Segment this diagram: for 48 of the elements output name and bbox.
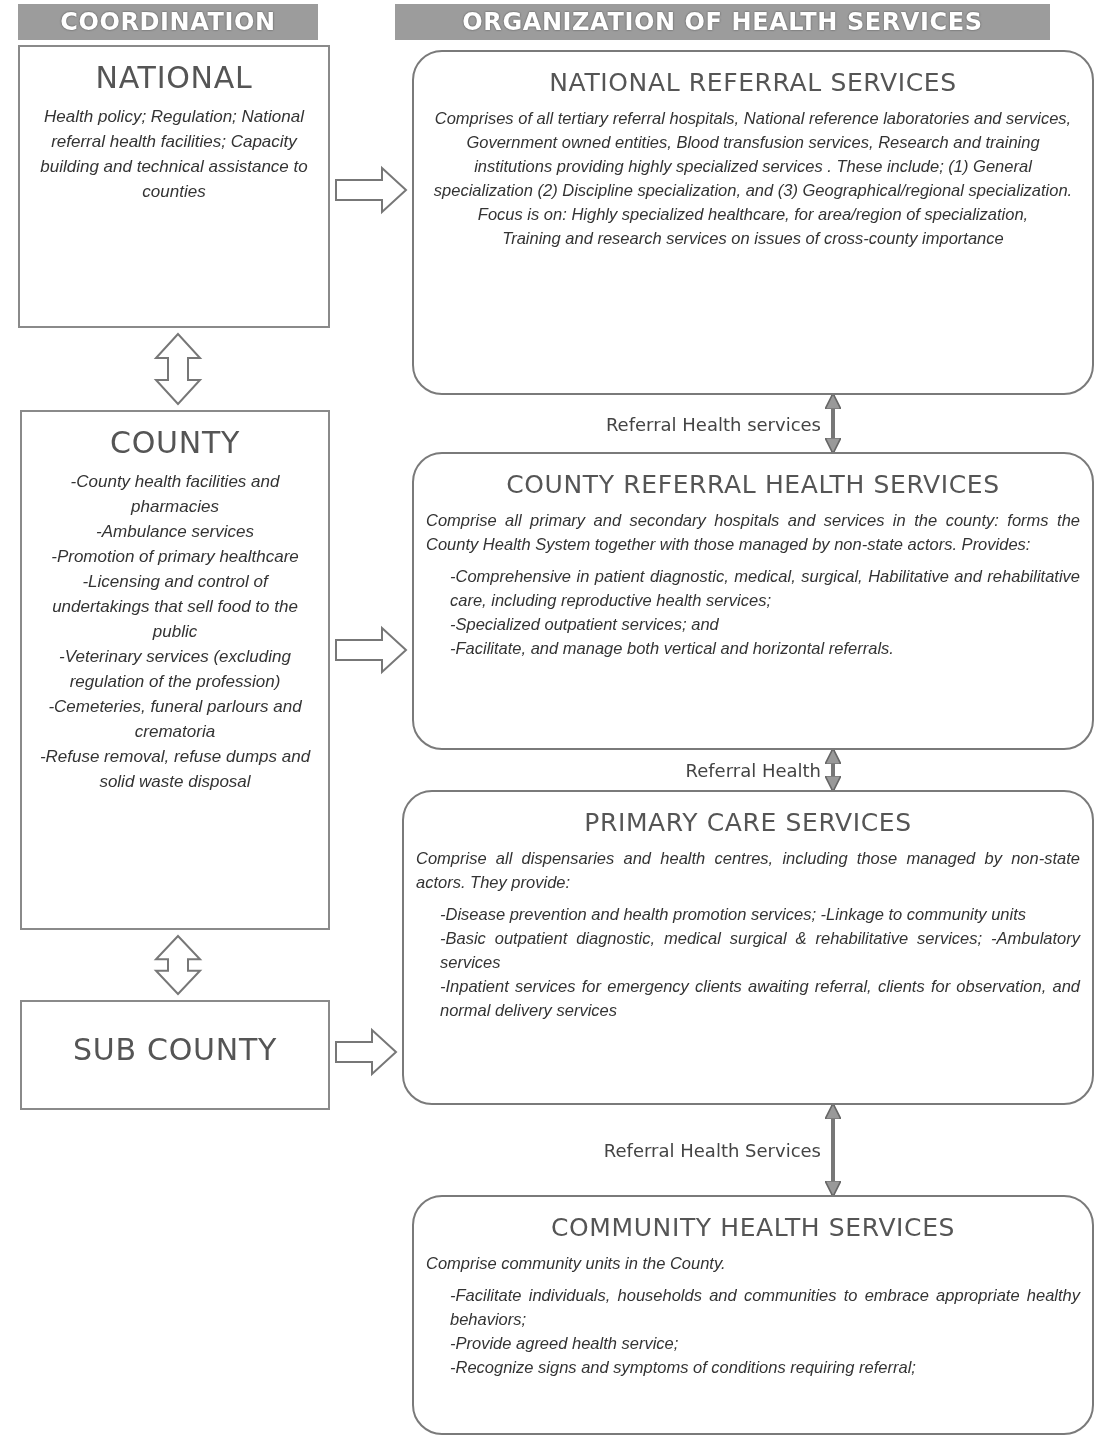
body-text: Training and research services on issues of cross-county importance <box>501 227 1005 249</box>
service-box <box>412 50 1094 395</box>
body-text: -Provide agreed health service; <box>449 1332 680 1354</box>
coordination-box <box>18 45 330 328</box>
body-text: -Facilitate, and manage both vertical and horizontal referrals. <box>449 637 895 659</box>
block-arrow <box>335 1027 398 1077</box>
heading-text: SUB COUNTY <box>72 1030 278 1069</box>
body-text: Comprise all primary and secondary hospitals and services in the county: forms the County Health System together with those managed by non-state actors. Provides: <box>426 509 1080 555</box>
body-text: -Recognize signs and symptoms of conditions requiring referral; <box>449 1356 917 1378</box>
body-text: -Disease prevention and health promotion services; -Linkage to community units <box>439 903 1028 925</box>
double-arrow <box>824 1102 842 1198</box>
body-text: -Promotion of primary healthcare <box>51 546 299 568</box>
header-text: COORDINATION <box>60 7 276 38</box>
heading-text: COUNTY <box>109 424 241 462</box>
body-text: -Veterinary services (excluding regulation of the profession) <box>58 646 292 693</box>
body-text: -Inpatient services for emergency clients awaiting referral, clients for observation, and normal delivery services <box>439 975 1080 1021</box>
body-text: -Licensing and control of undertakings that sell food to the public <box>51 571 299 643</box>
heading-text: NATIONAL <box>95 59 253 97</box>
body-text: Health policy; Regulation; National referral health facilities; Capacity building and technical assistance to counties <box>39 106 309 203</box>
body-text: -Comprehensive in patient diagnostic, medical, surgical, Habilitative and rehabilitative care, including reproductive health services; <box>449 565 1080 611</box>
header-band <box>395 4 1050 40</box>
body-text: -Specialized outpatient services; and <box>449 613 720 635</box>
double-arrow <box>824 747 842 793</box>
heading-text: NATIONAL REFERRAL SERVICES <box>548 67 958 99</box>
service-box <box>402 790 1094 1105</box>
heading-text: COUNTY REFERRAL HEALTH SERVICES <box>505 469 1001 501</box>
block-arrow <box>153 332 203 406</box>
body-text: Comprise community units in the County. <box>426 1252 727 1274</box>
header-band <box>18 4 318 40</box>
header-text: ORGANIZATION OF HEALTH SERVICES <box>462 7 983 38</box>
coordination-box <box>20 1000 330 1110</box>
block-arrow <box>153 934 203 996</box>
body-text: Comprises of all tertiary referral hospitals, National reference laboratories and services, Government owned entities, Blood transfusion services, Research and training institutions providing highly specialized services . These include; (1) General specialization (2) Discipline specialization, and (3) Geographical/regional specialization. Focus is on: Highly specialized healthcare, for area/region of specialization, <box>432 107 1074 225</box>
body-text: Comprise all dispensaries and health centres, including those managed by non-state actors. They provide: <box>416 847 1080 893</box>
service-box <box>412 452 1094 750</box>
body-text: -Refuse removal, refuse dumps and solid waste disposal <box>38 746 312 793</box>
service-box <box>412 1195 1094 1435</box>
block-arrow <box>335 165 408 215</box>
body-text: -Basic outpatient diagnostic, medical surgical & rehabilitative services; -Ambulatory services <box>439 927 1080 973</box>
block-arrow <box>335 625 408 675</box>
body-text: -Cemeteries, funeral parlours and crematoria <box>47 696 303 743</box>
double-arrow <box>824 392 842 455</box>
heading-text: COMMUNITY HEALTH SERVICES <box>549 1212 957 1244</box>
body-text: -Ambulance services <box>96 521 254 543</box>
coordination-box <box>20 410 330 930</box>
body-text: -Facilitate individuals, households and communities to embrace appropriate healthy behaviors; <box>449 1284 1080 1330</box>
heading-text: PRIMARY CARE SERVICES <box>583 807 913 839</box>
body-text: -County health facilities and pharmacies <box>69 471 281 518</box>
